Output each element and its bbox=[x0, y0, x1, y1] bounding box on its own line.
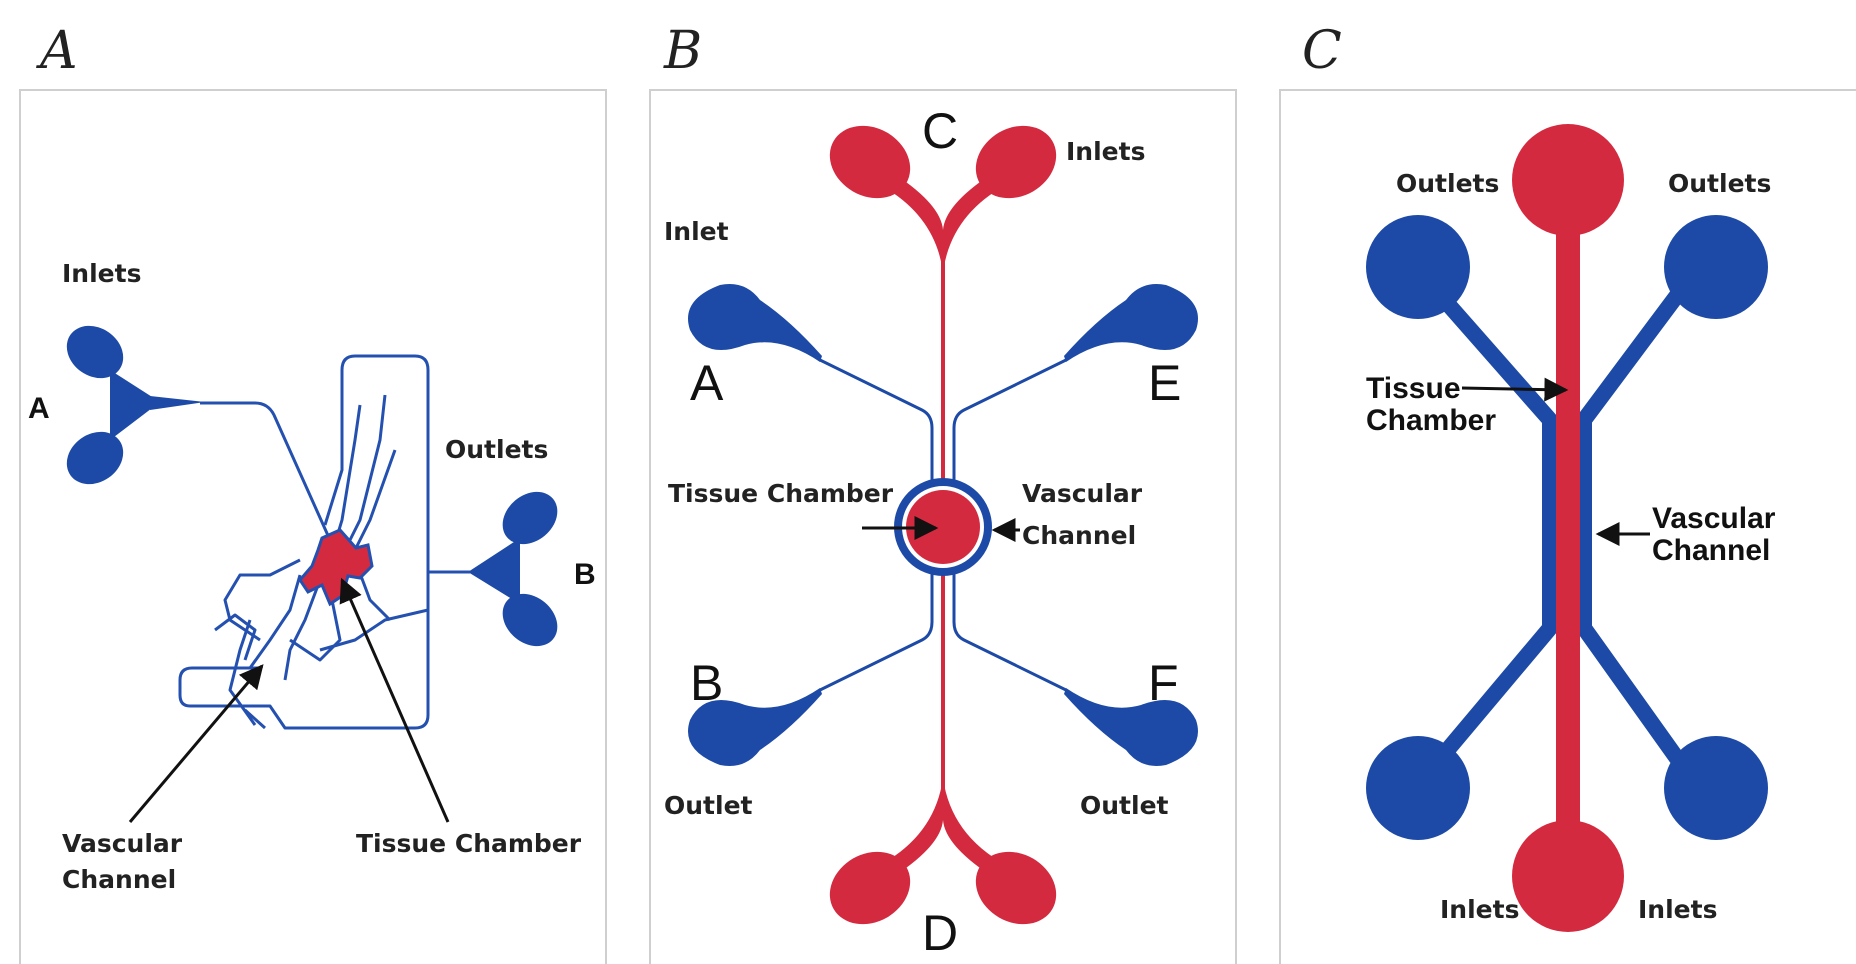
panel-b-outlet-right-label: Outlet bbox=[1080, 791, 1169, 820]
panel-b-red-ports-d bbox=[829, 778, 1057, 925]
panel-a-port-a-label: A bbox=[28, 392, 50, 425]
panel-c-vascular-label-1: Vascular bbox=[1652, 502, 1776, 535]
panel-b-tissue-label: Tissue Chamber bbox=[668, 479, 894, 508]
panel-b-letter: B bbox=[663, 21, 702, 81]
panel-c-inlets-left-label: Inlets bbox=[1440, 895, 1519, 924]
panel-c: C Outlets Outlets Tissue Chamber Vascula… bbox=[1279, 21, 1856, 964]
panel-a-inlet-ports bbox=[66, 325, 205, 485]
panel-b-port-d-label: D bbox=[922, 905, 958, 961]
panel-b-tissue-chamber bbox=[906, 490, 980, 564]
panel-c-outlets-left-label: Outlets bbox=[1396, 169, 1499, 198]
panel-c-tissue-chamber bbox=[1556, 180, 1580, 880]
panel-c-tissue-label-1: Tissue bbox=[1366, 372, 1461, 405]
panel-a-vascular-network bbox=[178, 354, 470, 730]
panel-c-vascular-label-2: Channel bbox=[1652, 534, 1770, 567]
panel-c-bottom-inlet-port bbox=[1512, 820, 1624, 932]
panel-b-inlet-label: Inlet bbox=[664, 217, 729, 246]
panel-b-red-inlet-ports-c bbox=[829, 125, 1057, 272]
panel-b-blue-channels bbox=[819, 358, 1067, 692]
panel-a-inlets-label: Inlets bbox=[62, 259, 141, 288]
panel-a-outlet-ports bbox=[468, 491, 558, 647]
panel-c-letter: C bbox=[1302, 21, 1342, 81]
panel-a-outlets-label: Outlets bbox=[445, 435, 548, 464]
panel-b-port-c-label: C bbox=[922, 103, 958, 159]
panel-b-blue-ports bbox=[688, 284, 1198, 766]
panel-b-outlet-left-label: Outlet bbox=[664, 791, 753, 820]
panel-b-vascular-label-1: Vascular bbox=[1022, 479, 1143, 508]
panel-c-outlet-ports bbox=[1366, 215, 1768, 840]
panel-a-vascular-arrow bbox=[128, 664, 264, 823]
panel-c-outlets-right-label: Outlets bbox=[1668, 169, 1771, 198]
panel-a-letter: A bbox=[36, 21, 78, 81]
panel-b-port-e-label: E bbox=[1148, 355, 1181, 411]
panel-b-port-a-label: A bbox=[690, 355, 724, 411]
panel-b-inlets-label: Inlets bbox=[1066, 137, 1145, 166]
panel-c-inlets-right-label: Inlets bbox=[1638, 895, 1717, 924]
panel-c-vascular-channel bbox=[1411, 264, 1703, 791]
panel-b: B C bbox=[649, 21, 1237, 964]
panel-a-vascular-label-1: Vascular bbox=[62, 829, 183, 858]
panel-a-tissue-arrow bbox=[339, 577, 450, 823]
panel-b-vascular-label-2: Channel bbox=[1022, 521, 1136, 550]
panel-a: A bbox=[19, 21, 607, 964]
panel-a-port-b-label: B bbox=[574, 558, 596, 591]
panel-c-top-inlet-port bbox=[1512, 124, 1624, 236]
panel-b-port-f-label: F bbox=[1148, 655, 1179, 711]
panel-a-tissue-label: Tissue Chamber bbox=[356, 829, 582, 858]
panel-c-tissue-label-2: Chamber bbox=[1366, 404, 1496, 437]
panel-a-vascular-label-2: Channel bbox=[62, 865, 176, 894]
panel-b-port-b-label: B bbox=[690, 655, 723, 711]
panel-c-tissue-arrow bbox=[1461, 377, 1569, 402]
